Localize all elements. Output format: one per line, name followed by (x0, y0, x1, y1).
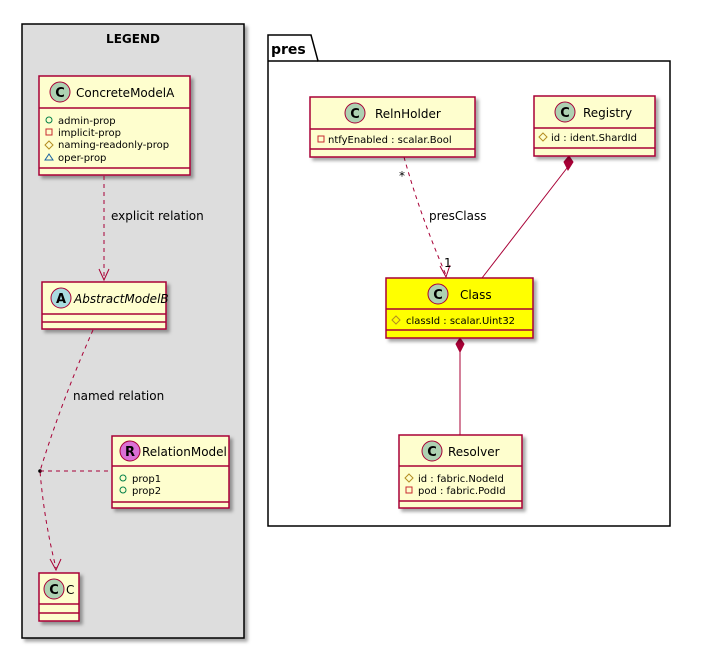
class-name: RelnHolder (375, 107, 441, 121)
abstract-stereotype-icon: A (50, 287, 72, 309)
relation-stereotype-icon: R (119, 440, 141, 462)
prop-oper: oper-prop (58, 153, 106, 164)
attr-pod: pod : fabric.PodId (418, 486, 506, 497)
explicit-relation-edge: explicit relation (98, 176, 204, 282)
svg-text:A: A (56, 292, 66, 307)
resolver-class[interactable]: C Resolver id : fabric.NodeId pod : fabr… (398, 434, 523, 509)
c-model[interactable]: C C (38, 572, 80, 622)
svg-text:C: C (350, 107, 360, 122)
attr-ntfy-enabled: ntfyEnabled : scalar.Bool (328, 135, 452, 146)
attr-class-id: classId : scalar.Uint32 (406, 316, 515, 327)
public-visibility-icon (45, 116, 53, 124)
class-name: Resolver (448, 445, 500, 459)
class-stereotype-icon: C (554, 101, 576, 123)
protected-visibility-icon (404, 473, 414, 483)
svg-text:C: C (49, 583, 59, 598)
relation-model[interactable]: R RelationModel prop1 prop2 (111, 435, 230, 509)
class-stereotype-icon: C (43, 578, 65, 600)
abstract-model-b[interactable]: A AbstractModelB (41, 281, 169, 330)
legend-title: LEGEND (106, 32, 160, 46)
prop-2: prop2 (132, 486, 161, 497)
class-name: AbstractModelB (73, 292, 169, 306)
class-name: C (66, 583, 74, 597)
pres-class-edge: presClass * 1 (399, 156, 487, 279)
reln-holder-class[interactable]: C RelnHolder ntfyEnabled : scalar.Bool (309, 96, 476, 158)
class-node[interactable]: C Class classId : scalar.Uint32 (385, 277, 534, 339)
multiplicity-source: * (399, 169, 405, 183)
svg-text:R: R (125, 445, 135, 460)
pres-class-label: presClass (429, 209, 487, 223)
class-stereotype-icon: C (344, 102, 366, 124)
class-name: Registry (583, 106, 632, 120)
package-pres: pres presClass * 1 C Re (267, 34, 671, 527)
private-visibility-icon (405, 486, 413, 494)
class-resolver-edge (455, 337, 465, 435)
class-name: Class (460, 288, 492, 302)
package-title: pres (271, 42, 306, 58)
protected-visibility-icon (44, 140, 54, 150)
prop-1: prop1 (132, 474, 161, 485)
svg-text:C: C (427, 445, 437, 460)
concrete-model-a[interactable]: C ConcreteModelA admin-prop implicit-pro… (38, 75, 191, 176)
class-stereotype-icon: C (421, 440, 443, 462)
svg-text:C: C (55, 86, 65, 101)
package-visibility-icon (44, 153, 54, 161)
private-visibility-icon (45, 128, 53, 136)
public-visibility-icon (119, 486, 127, 494)
explicit-relation-label: explicit relation (111, 209, 204, 223)
attr-id: id : ident.ShardId (551, 133, 637, 144)
class-stereotype-icon: C (427, 283, 449, 305)
prop-naming-readonly: naming-readonly-prop (58, 140, 169, 151)
prop-admin: admin-prop (58, 116, 116, 127)
registry-class[interactable]: C Registry id : ident.ShardId (533, 95, 656, 157)
named-relation-label: named relation (73, 389, 164, 403)
multiplicity-target: 1 (444, 256, 452, 270)
class-stereotype-icon: C (49, 81, 71, 103)
protected-visibility-icon (538, 132, 548, 142)
class-name: ConcreteModelA (76, 86, 175, 100)
public-visibility-icon (119, 474, 127, 482)
protected-visibility-icon (391, 315, 401, 325)
registry-class-edge (481, 155, 574, 279)
named-relation-edge: named relation (38, 329, 164, 572)
class-name: RelationModel (142, 445, 227, 459)
private-visibility-icon (317, 135, 325, 143)
composition-diamond-icon (455, 337, 465, 354)
attr-id: id : fabric.NodeId (418, 474, 504, 485)
composition-diamond-icon (563, 155, 574, 172)
svg-text:C: C (560, 106, 570, 121)
svg-text:C: C (433, 288, 443, 303)
prop-implicit: implicit-prop (58, 128, 121, 139)
legend-panel: LEGEND C ConcreteModelA admin-prop impli… (21, 23, 245, 639)
